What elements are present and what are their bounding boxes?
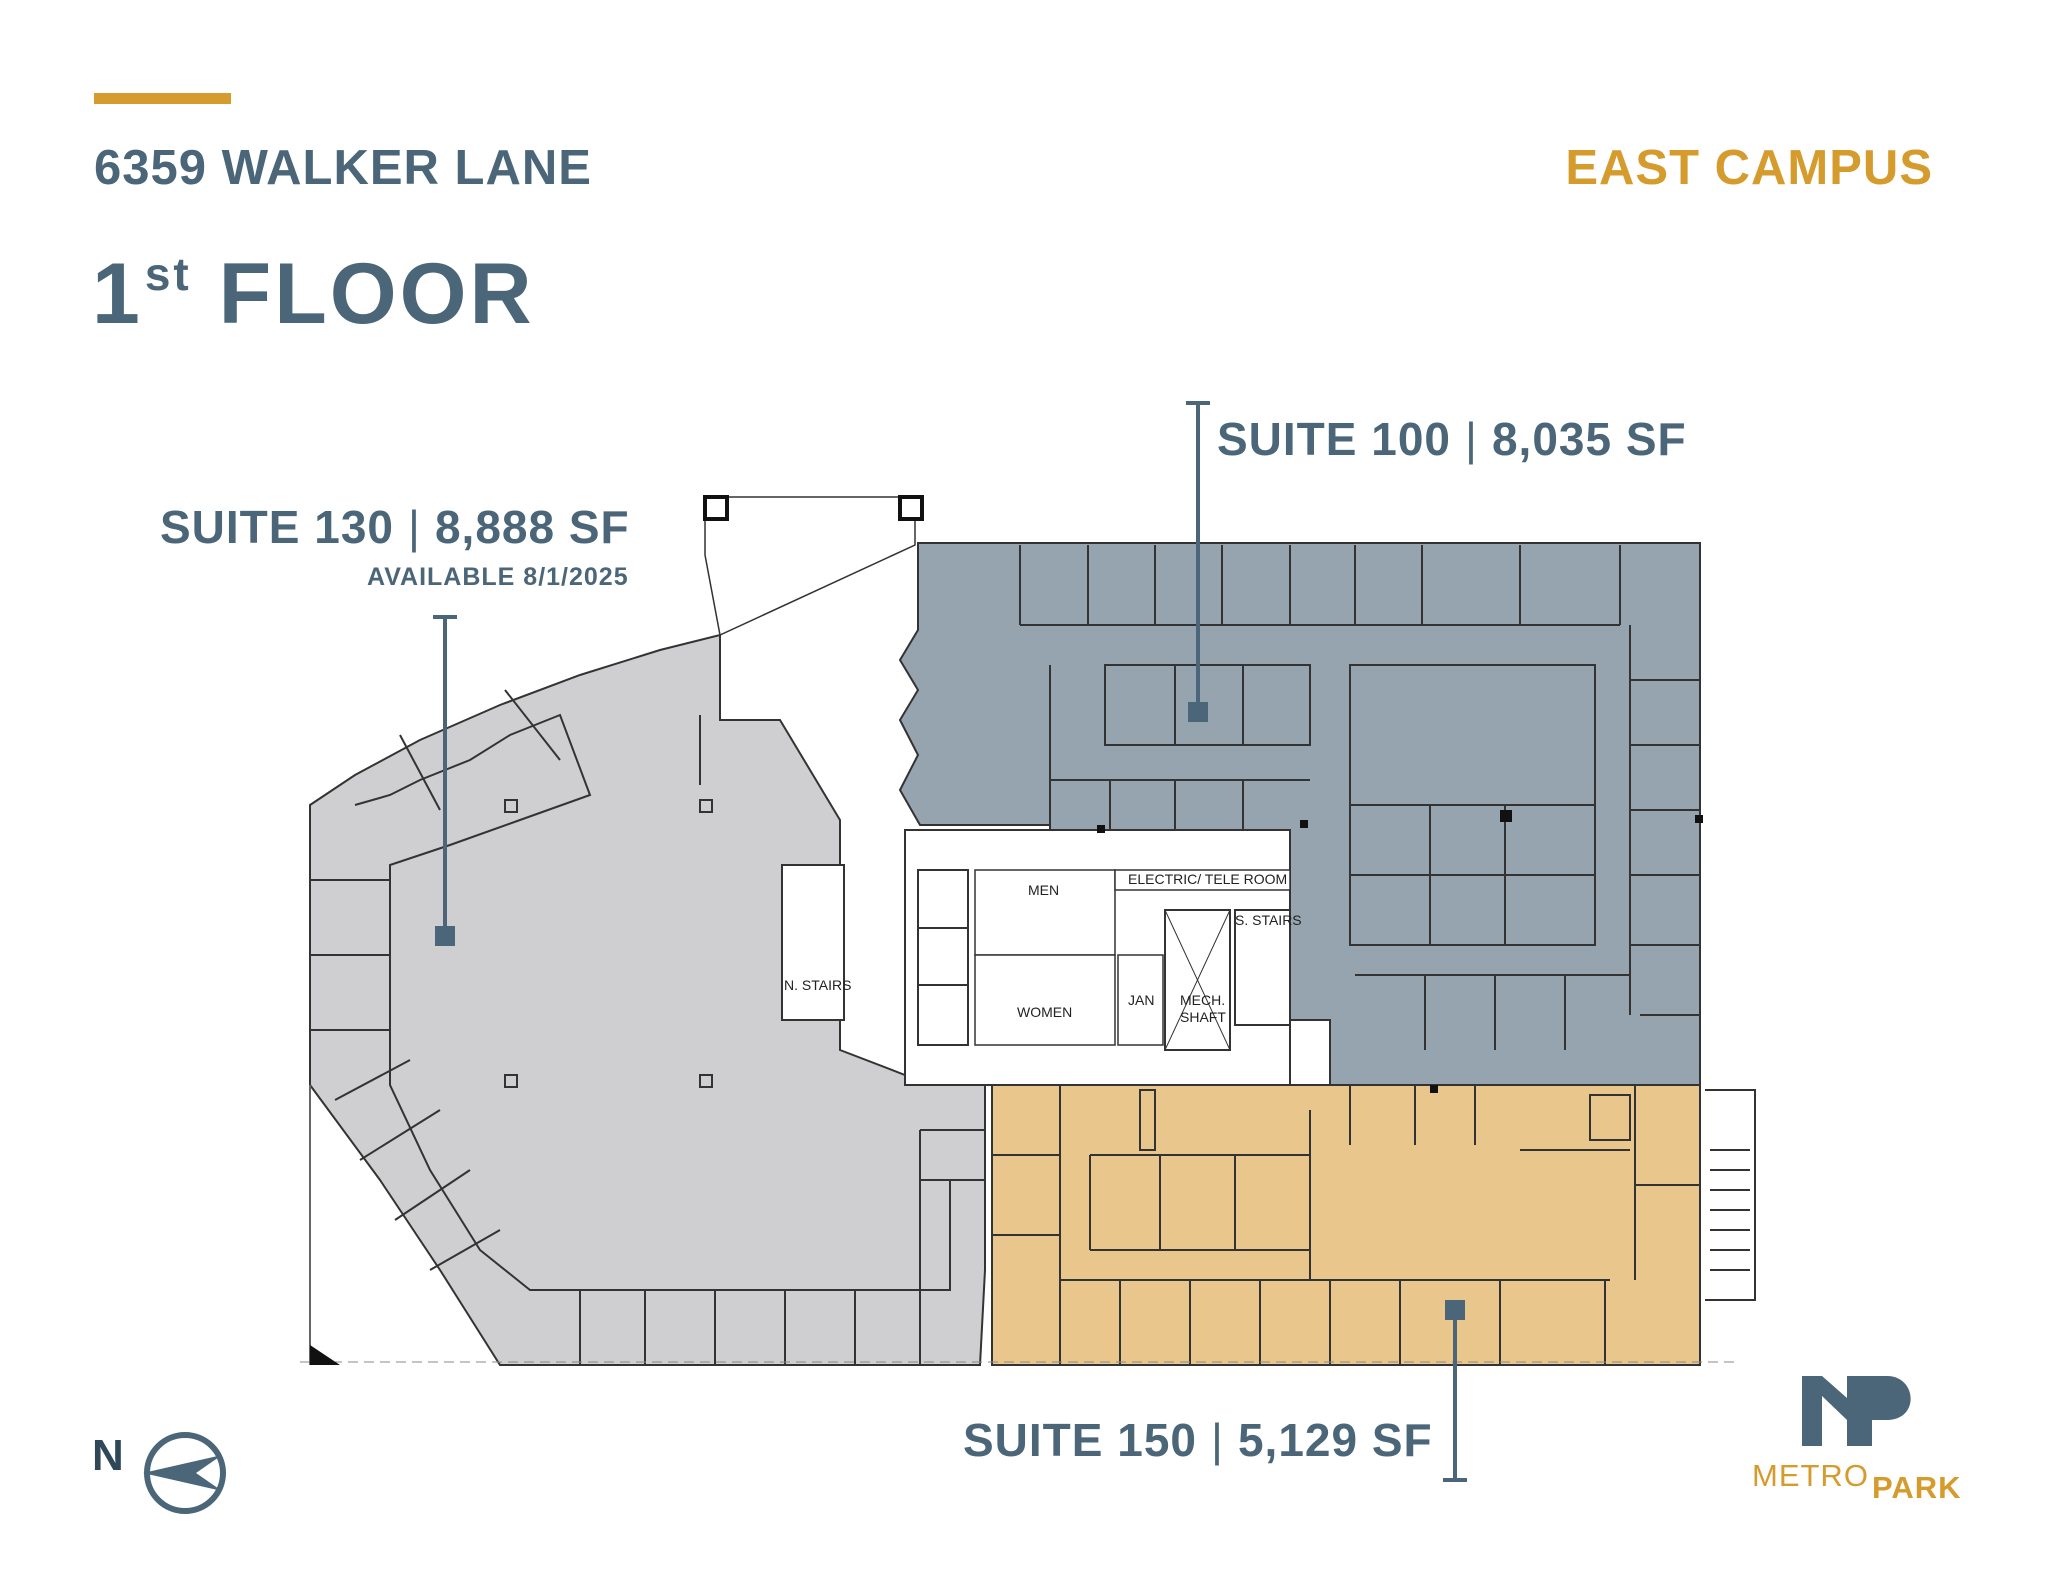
suite-130-area: 8,888 SF	[434, 501, 630, 553]
women-room-label: WOMEN	[1017, 1004, 1072, 1020]
men-room-label: MEN	[1028, 882, 1059, 898]
suite-130-availability: AVAILABLE 8/1/2025	[367, 563, 629, 591]
suite-100-area: 8,035 SF	[1491, 413, 1687, 465]
elevator-bank	[917, 869, 969, 1046]
building-address: 6359 WALKER LANE	[94, 141, 592, 195]
north-stairs	[781, 864, 845, 1021]
electric-room-label: ELECTRIC/ TELE ROOM	[1128, 871, 1287, 887]
floor-number: 1	[92, 246, 143, 342]
floor-suffix: st	[144, 248, 192, 300]
mens-restroom	[974, 869, 1116, 956]
south-stairs	[1234, 909, 1291, 1026]
suite-150-area: 5,129 SF	[1237, 1414, 1433, 1466]
accent-bar	[94, 93, 231, 104]
suite-100-name: SUITE 100	[1217, 413, 1451, 465]
exterior-stair	[1705, 1089, 1756, 1301]
floor-title: 1st FLOOR	[92, 245, 535, 344]
north-arrow-icon	[143, 1432, 226, 1514]
metro-park-logo-icon	[1802, 1376, 1911, 1446]
suite-130-label: SUITE 130|8,888 SF	[160, 501, 630, 553]
suite-130-walls	[310, 689, 985, 1365]
electric-room	[1114, 869, 1291, 891]
suite-150-area[interactable]	[991, 1084, 1701, 1366]
logo-word-park: PARK	[1872, 1470, 1962, 1505]
suite-100-callout	[1186, 401, 1210, 722]
floor-word: FLOOR	[218, 246, 535, 342]
suite-130-name: SUITE 130	[160, 501, 394, 553]
hollow-columns	[504, 799, 713, 1088]
entry-vestibule	[704, 496, 916, 637]
suite-100-walls	[1019, 545, 1700, 1050]
mech-label-line1: MECH.	[1180, 992, 1225, 1008]
campus-name: EAST CAMPUS	[1565, 141, 1933, 195]
logo-word-metro: METRO	[1752, 1458, 1869, 1493]
suite-130-area[interactable]	[309, 633, 986, 1366]
columns	[1097, 810, 1703, 1093]
south-stairs-label: S. STAIRS	[1235, 912, 1302, 928]
suite-150-label: SUITE 150|5,129 SF	[963, 1414, 1433, 1466]
suite-150-name: SUITE 150	[963, 1414, 1197, 1466]
womens-restroom	[974, 954, 1116, 1046]
mech-label-line2: SHAFT	[1180, 1009, 1226, 1025]
suite-100-label: SUITE 100|8,035 SF	[1217, 413, 1687, 465]
north-letter: N	[92, 1431, 124, 1480]
suite-150-walls	[992, 1085, 1700, 1365]
janitor-closet	[1117, 954, 1164, 1046]
suite-150-callout	[1443, 1300, 1467, 1482]
suite-130-callout	[433, 615, 457, 946]
janitor-label: JAN	[1128, 992, 1154, 1008]
north-stairs-label: N. STAIRS	[784, 977, 851, 993]
